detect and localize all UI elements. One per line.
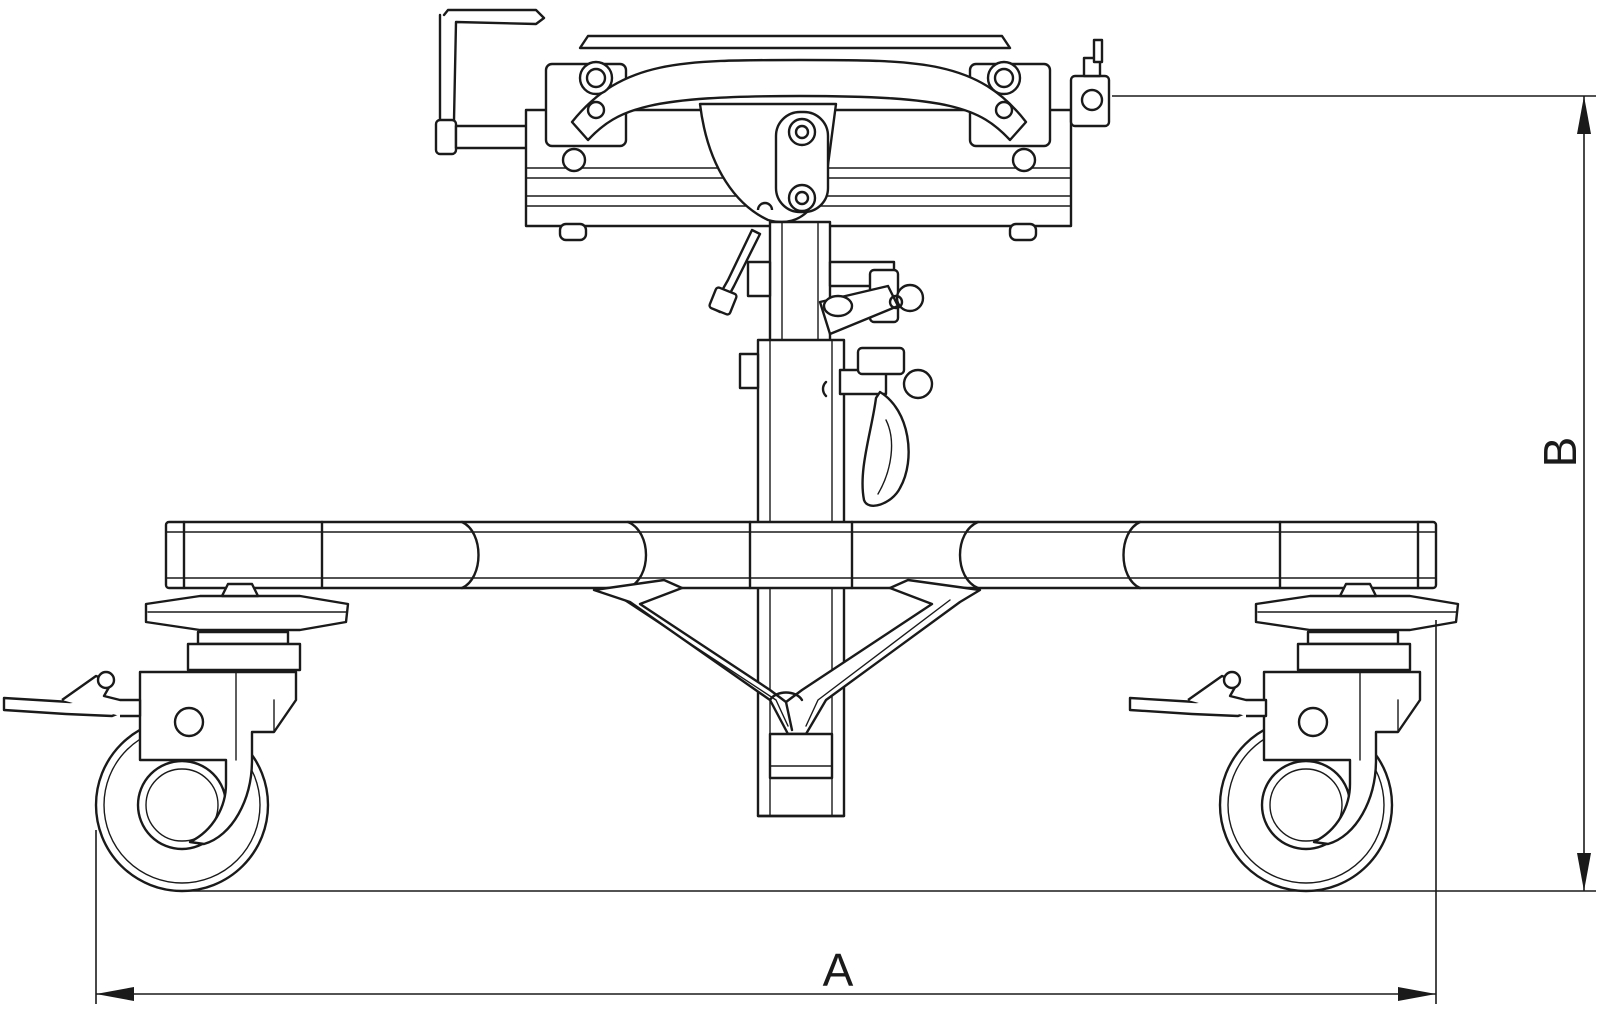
right-caster [1128,582,1460,893]
right-brake-pedal [1128,670,1268,718]
dimension-a-arrow-left [96,987,134,1001]
release-lever [708,228,772,316]
dimension-a-label: A [823,944,854,996]
saddle-yoke [570,58,1028,142]
dimension-b-arrow-top [1577,96,1591,134]
upper-clamp-handle [818,260,925,336]
dimension-b-arrow-bottom [1577,853,1591,891]
lower-lock-handle [738,346,934,507]
left-brake-pedal [2,670,142,718]
telescopic-column [708,220,934,818]
left-caster [2,582,350,893]
dimension-b: B [182,95,1596,892]
dimension-a-arrow-right [1398,987,1436,1001]
dimension-b-label: B [1534,437,1586,468]
y-brace [592,578,982,780]
saddle-head [434,8,1111,242]
saddle-top-plate [578,34,1012,50]
inner-column [768,220,832,354]
pivot-bolts [561,60,1037,173]
base-bar [164,520,1438,590]
dimension-a: A [95,620,1437,1004]
crank-handle [434,8,546,156]
side-lock-knob [1069,38,1111,128]
